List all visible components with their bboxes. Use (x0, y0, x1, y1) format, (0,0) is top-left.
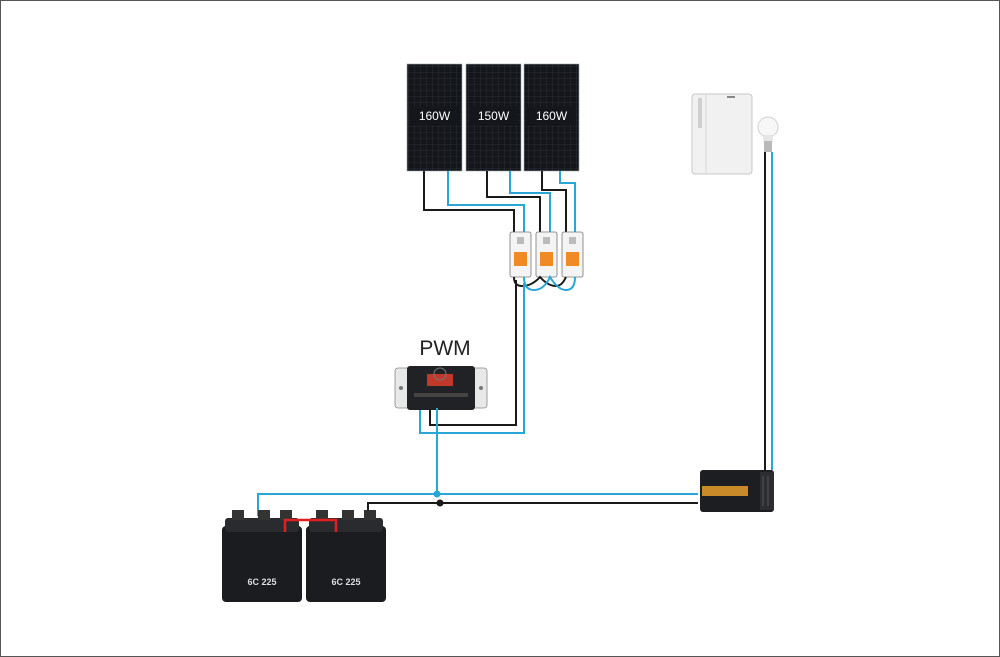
battery-series-link (283, 518, 338, 532)
junction-dot-positive (433, 490, 441, 498)
circuit-breaker-1 (509, 231, 532, 278)
battery-2-model: 6C 225 (331, 577, 360, 587)
light-bulb (757, 116, 779, 152)
solar-panel-2: 150W (465, 63, 522, 172)
breaker-to-controller-wires (419, 280, 525, 434)
junction-dot-negative (436, 499, 444, 507)
solar-panel-array: 160W 150W 160W (406, 63, 580, 172)
panel-wires (423, 171, 576, 233)
battery-2: 6C 225 (306, 510, 386, 602)
load-wires (764, 152, 773, 470)
refrigerator (691, 93, 753, 175)
circuit-breaker-3 (561, 231, 584, 278)
battery-1: 6C 225 (222, 510, 302, 602)
circuit-breakers (509, 231, 584, 278)
circuit-breaker-2 (535, 231, 558, 278)
inverter (700, 470, 774, 512)
panel-2-wattage: 150W (478, 109, 510, 123)
panel-1-wattage: 160W (419, 109, 451, 123)
solar-panel-1: 160W (406, 63, 463, 172)
panel-3-wattage: 160W (536, 109, 568, 123)
controller-label: PWM (419, 337, 470, 360)
solar-panel-3: 160W (523, 63, 580, 172)
battery-1-model: 6C 225 (247, 577, 276, 587)
pwm-charge-controller: PWM (394, 337, 488, 410)
breaker-output-wires (513, 274, 576, 292)
battery-bank: 6C 225 6C 225 (222, 510, 386, 602)
